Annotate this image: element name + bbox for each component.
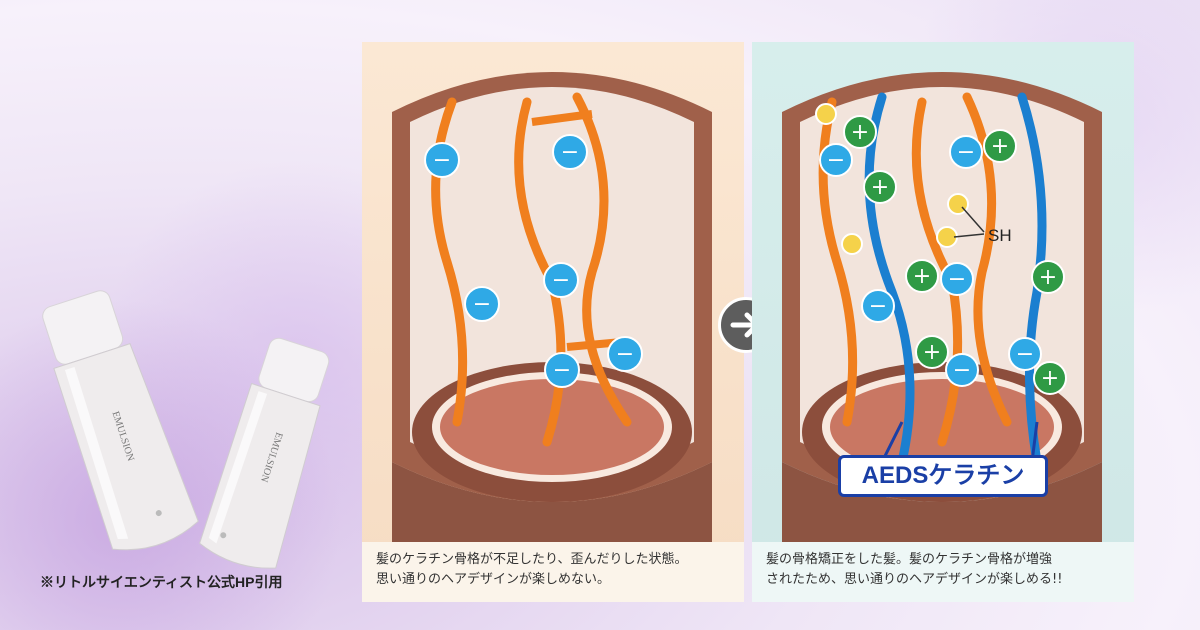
aeds-strand bbox=[1017, 92, 1047, 467]
keratin-strand bbox=[572, 92, 632, 427]
svg-text:−: − bbox=[1016, 342, 1034, 367]
emulsion-bottle-1: EMULSION bbox=[42, 290, 199, 551]
minus-ion: − bbox=[949, 135, 983, 169]
svg-text:−: − bbox=[553, 358, 571, 383]
sh-label: SH bbox=[988, 226, 1012, 245]
svg-text:+: + bbox=[1041, 366, 1059, 391]
before-caption: 髪のケラチン骨格が不足したり、歪んだりした状態。 思い通りのヘアデザインが楽しめ… bbox=[362, 542, 744, 602]
svg-text:−: − bbox=[957, 140, 975, 165]
source-note: ※リトルサイエンティスト公式HP引用 bbox=[40, 574, 283, 590]
minus-ion: − bbox=[861, 289, 895, 323]
plus-ion: + bbox=[905, 259, 939, 293]
minus-ion: − bbox=[464, 286, 500, 322]
minus-ion: − bbox=[607, 336, 643, 372]
plus-ion: + bbox=[1033, 361, 1067, 395]
plus-ion: + bbox=[915, 335, 949, 369]
plus-ion: + bbox=[1031, 260, 1065, 294]
svg-text:−: − bbox=[552, 268, 570, 293]
svg-text:−: − bbox=[616, 342, 634, 367]
after-caption-line-1: 髪の骨格矯正をした髪。髪のケラチン骨格が増強 bbox=[766, 552, 1053, 567]
plus-ion: + bbox=[863, 170, 897, 204]
minus-ion: − bbox=[819, 143, 853, 177]
before-panel: − − − − − − 髪のケラチン骨格が不足したり、歪んだりした状態。 思い通… bbox=[362, 42, 744, 602]
svg-text:+: + bbox=[991, 134, 1009, 159]
sh-ion bbox=[815, 103, 837, 125]
emulsion-bottles-image: EMULSION EMULSION bbox=[42, 290, 330, 569]
svg-text:+: + bbox=[1039, 265, 1057, 290]
minus-ion: − bbox=[1008, 337, 1042, 371]
svg-text:+: + bbox=[871, 175, 889, 200]
after-panel: − − − − − − + + + + + + + 髪の骨格矯正をした髪。髪のケ… bbox=[752, 42, 1134, 602]
minus-ion: − bbox=[544, 352, 580, 388]
emulsion-bottle-2: EMULSION bbox=[199, 337, 330, 569]
keratin-crosslink bbox=[531, 110, 593, 126]
minus-ion: − bbox=[940, 262, 974, 296]
after-caption: 髪の骨格矯正をした髪。髪のケラチン骨格が増強 されたため、思い通りのヘアデザイン… bbox=[752, 542, 1134, 602]
minus-ion: − bbox=[543, 262, 579, 298]
minus-ion: − bbox=[945, 353, 979, 387]
svg-text:−: − bbox=[473, 292, 491, 317]
svg-text:−: − bbox=[953, 358, 971, 383]
before-caption-line-1: 髪のケラチン骨格が不足したり、歪んだりした状態。 bbox=[376, 552, 688, 567]
minus-ion: − bbox=[552, 134, 588, 170]
svg-text:−: − bbox=[433, 148, 451, 173]
svg-text:+: + bbox=[923, 340, 941, 365]
after-hair-diagram: − − − − − − + + + + + + + bbox=[782, 72, 1102, 542]
svg-text:−: − bbox=[827, 148, 845, 173]
svg-text:+: + bbox=[913, 264, 931, 289]
plus-ion: + bbox=[843, 115, 877, 149]
svg-text:−: − bbox=[869, 294, 887, 319]
svg-text:+: + bbox=[851, 120, 869, 145]
minus-ion: − bbox=[424, 142, 460, 178]
sh-ion bbox=[841, 233, 863, 255]
before-hair-diagram: − − − − − − bbox=[392, 72, 712, 542]
svg-text:−: − bbox=[561, 140, 579, 165]
aeds-strand bbox=[864, 92, 915, 467]
svg-text:−: − bbox=[948, 267, 966, 292]
aeds-keratin-label: AEDSケラチン bbox=[838, 455, 1048, 497]
plus-ion: + bbox=[983, 129, 1017, 163]
after-caption-line-2: されたため、思い通りのヘアデザインが楽しめる!! bbox=[766, 572, 1063, 587]
before-caption-line-2: 思い通りのヘアデザインが楽しめない。 bbox=[376, 572, 611, 587]
